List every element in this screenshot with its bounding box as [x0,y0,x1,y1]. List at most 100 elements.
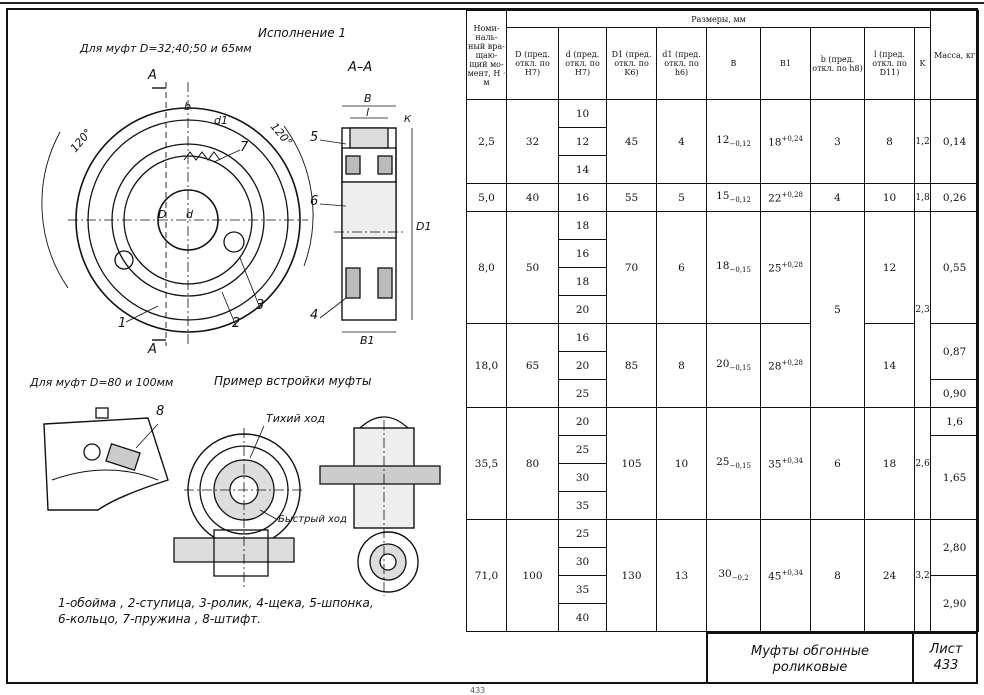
cell-b: 5 [810,211,865,408]
cell-l: 10 [864,183,915,212]
cell-D1: 130 [606,519,657,632]
dim-d: d [186,208,193,221]
cell-d1: 13 [656,519,707,632]
sheet-label: Лист [929,642,963,657]
header-b: b (пред. откл. по h8) [810,27,865,100]
cell-mass: 0,90 [930,379,980,408]
cell-B: 15−0,12 [706,183,761,212]
execution-title: Исполнение 1 [258,26,347,40]
cell-B1-value: 28 [768,360,782,373]
callout-2: 2 [232,316,241,331]
cell-B: 30−0,2 [706,519,761,632]
table-row: 18,0 65 16 85 8 20−0,15 28+0,28 14 0,87 [466,323,980,408]
cell-torque: 2,5 [466,99,507,184]
cell-B-tol: −0,12 [729,140,751,149]
cell-b: 8 [810,519,865,632]
title-name-line-2: роликовые [772,660,848,675]
cell-B1-tol: +0,28 [781,260,803,269]
header-d1: d1 (пред. откл. по h6) [656,27,707,100]
cell-B-tol: −0,12 [729,196,751,205]
table-row: 35,5 80 20 105 10 25−0,15 35+0,34 6 18 2… [466,407,980,520]
cell-B-tol: −0,2 [731,574,749,583]
header-B1: B1 [760,27,811,100]
cell-D: 100 [506,519,559,632]
section-label: А–А [348,60,373,75]
cell-B-value: 15 [716,190,730,203]
cell-B1-tol: +0,34 [781,568,803,577]
caption-large-couplings: Для муфт D=80 и 100мм [30,376,174,389]
title-block-sheet: Лист 433 [914,634,978,692]
top-rule [0,2,984,4]
caption-small-couplings: Для муфт D=32;40;50 и 65мм [80,42,252,55]
label-slow-speed: Тихий ход [266,412,326,425]
cell-K: 3,2 [913,519,932,632]
cell-b: 6 [810,407,865,520]
cell-K: 2,6 [913,407,932,520]
cell-B1-tol: +0,34 [781,456,803,465]
cell-B-tol: −0,15 [729,462,751,471]
callout-7: 7 [240,140,249,155]
cell-d1: 6 [656,211,707,324]
header-mass: Масса, кг [930,10,980,100]
cell-B-tol: −0,15 [729,266,751,275]
cell-B1-tol: +0,28 [781,190,803,199]
roller-3 [223,231,245,253]
callout-8: 8 [156,404,165,419]
cell-D1: 85 [606,323,657,408]
title-name-line-1: Муфты обгонные [750,644,869,659]
cell-B: 18−0,15 [706,211,761,324]
cell-K: 1,8 [913,183,932,212]
cell-d: 35 [558,575,607,604]
legend-line-2: 6-кольцо, 7-пружина , 8-штифт. [58,612,262,626]
header-D1: D1 (пред. откл. по K6) [606,27,657,100]
cell-torque: 8,0 [466,211,507,324]
cell-D: 40 [506,183,559,212]
cell-mass: 0,55 [930,211,980,324]
cell-D1: 70 [606,211,657,324]
cell-l: 8 [864,99,915,184]
cell-B1: 22+0,28 [760,183,811,212]
cell-d: 10 [558,99,607,128]
table-row: 5,0 40 16 55 5 15−0,12 22+0,28 4 10 1,8 … [466,183,980,212]
sheet-number: 433 [933,658,959,673]
dim-b: b [184,100,191,113]
cell-B1-value: 45 [768,570,782,583]
dim-B1: В1 [360,334,375,347]
cell-d: 18 [558,211,607,240]
dim-D: D [158,208,167,221]
drawing-panel: Исполнение 1 Для муфт D=32;40;50 и 65мм … [8,10,464,682]
cell-torque: 5,0 [466,183,507,212]
cell-D: 80 [506,407,559,520]
cell-d: 20 [558,295,607,324]
cell-B1-tol: +0,24 [781,134,803,143]
cell-d1: 8 [656,323,707,408]
callout-6: 6 [310,194,319,209]
header-sizes: Размеры, мм [505,10,932,28]
cell-B: 20−0,15 [706,323,761,408]
dim-B: В [364,92,372,105]
cell-d: 16 [558,239,607,268]
title-block: Муфты обгонные роликовые Лист 433 [706,632,978,684]
dimensions-table-wrap: Номи- наль- ный вра- щаю- щий мо- мент, … [466,10,980,632]
dim-l: l [366,106,370,119]
cell-l: 14 [864,323,915,408]
cell-mass: 0,14 [930,99,980,184]
cell-mass: 1,6 [930,407,980,436]
cell-B1: 18+0,24 [760,99,811,184]
cell-B: 12−0,12 [706,99,761,184]
cell-B1-value: 22 [768,192,782,205]
cell-l: 24 [864,519,915,632]
cell-D: 65 [506,323,559,408]
roller-left [114,250,134,270]
cell-B-tol: −0,15 [729,364,751,373]
page-number: 433 [470,686,486,695]
cell-D1: 105 [606,407,657,520]
cell-torque: 71,0 [466,519,507,632]
cell-K: 2,3 [913,211,932,408]
cell-B1: 45+0,34 [760,519,811,632]
cell-B: 25−0,15 [706,407,761,520]
cell-B1: 35+0,34 [760,407,811,520]
caption-example: Пример встройки муфты [214,374,372,388]
table-row: 8,0 50 18 70 6 18−0,15 25+0,28 5 12 2,3 … [466,211,980,408]
header-d: d (пред. откл. по H7) [558,27,607,100]
